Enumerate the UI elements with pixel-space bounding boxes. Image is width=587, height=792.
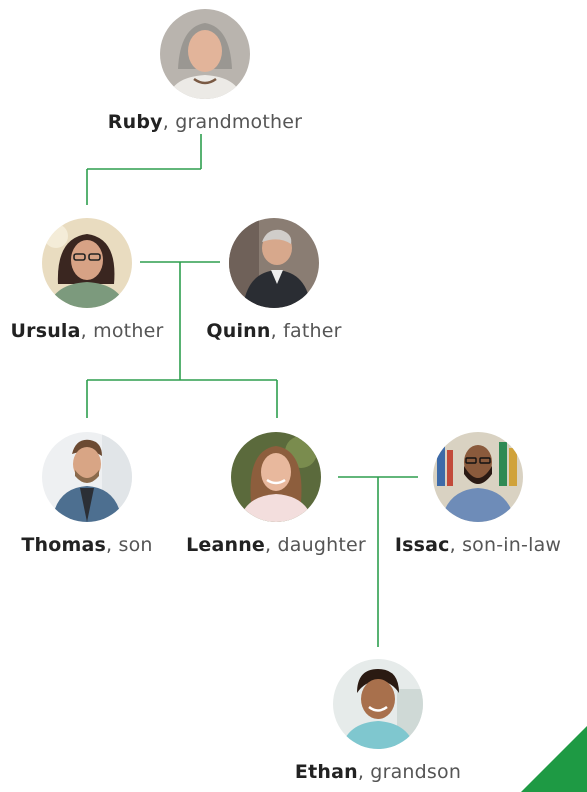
avatar-leanne: [231, 432, 321, 522]
member-ethan: Ethan, grandson: [268, 659, 488, 783]
member-issac: Issac, son-in-law: [368, 432, 587, 556]
member-leanne: Leanne, daughter: [166, 432, 386, 556]
avatar-issac: [433, 432, 523, 522]
relation-thomas: , son: [106, 534, 153, 556]
relation-ursula: , mother: [80, 320, 164, 342]
member-thomas: Thomas, son: [0, 432, 197, 556]
corner-accent-triangle: [521, 726, 587, 792]
name-thomas: Thomas: [21, 534, 106, 556]
avatar-ursula: [42, 218, 132, 308]
member-ruby: Ruby, grandmother: [95, 9, 315, 133]
name-leanne: Leanne: [186, 534, 266, 556]
relation-issac: , son-in-law: [449, 534, 562, 556]
relation-leanne: , daughter: [265, 534, 366, 556]
avatar-thomas: [42, 432, 132, 522]
name-ethan: Ethan: [294, 761, 358, 783]
name-ursula: Ursula: [10, 320, 81, 342]
relation-ruby: , grandmother: [162, 111, 303, 133]
name-ruby: Ruby: [107, 111, 163, 133]
avatar-quinn: [229, 218, 319, 308]
relation-ethan: , grandson: [357, 761, 462, 783]
avatar-ethan: [333, 659, 423, 749]
avatar-ruby: [160, 9, 250, 99]
name-issac: Issac: [394, 534, 450, 556]
member-quinn: Quinn, father: [164, 218, 384, 342]
name-quinn: Quinn: [206, 320, 271, 342]
relation-quinn: , father: [270, 320, 342, 342]
member-ursula: Ursula, mother: [0, 218, 197, 342]
